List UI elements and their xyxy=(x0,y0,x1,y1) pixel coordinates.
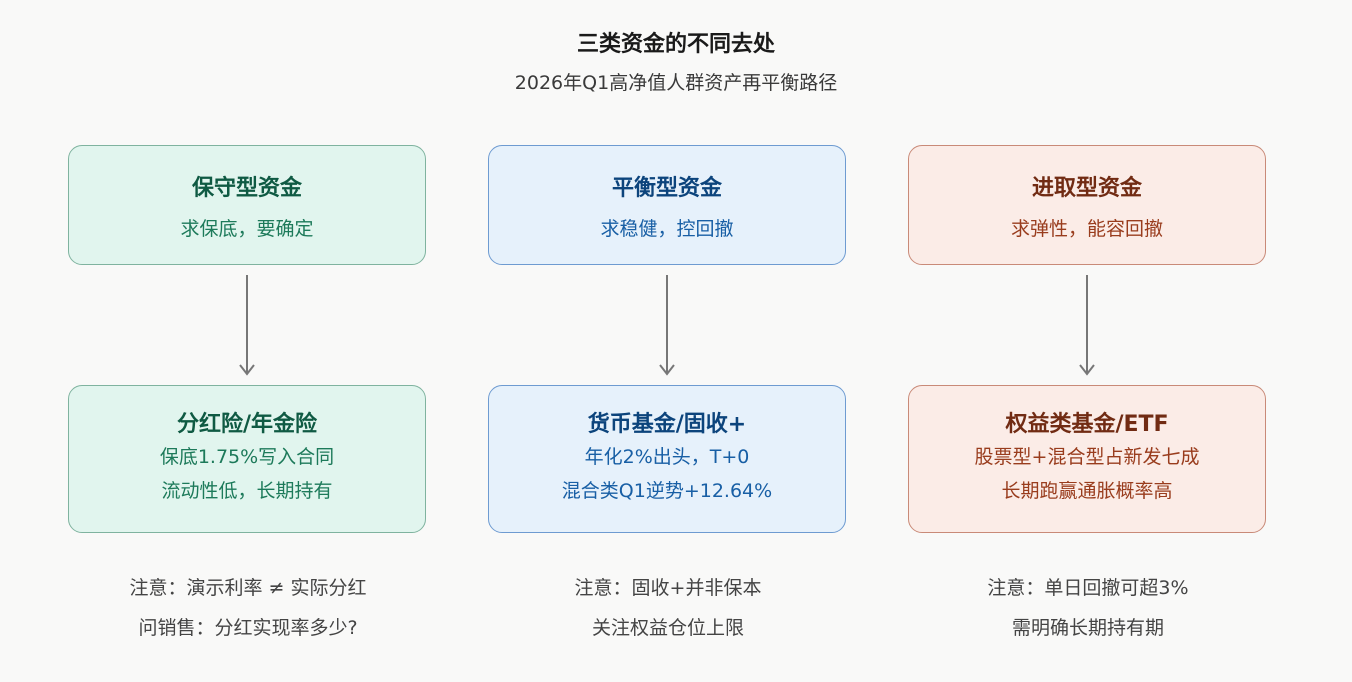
note-line: 问销售：分红实现率多少? xyxy=(138,617,358,639)
note-line: 注意：演示利率 ≠ 实际分红 xyxy=(129,577,367,599)
box-title: 权益类基金/ETF xyxy=(1005,412,1169,437)
balanced-fund-box: 平衡型资金 求稳健，控回撤 xyxy=(488,145,846,265)
arrow-down-icon xyxy=(239,275,255,376)
box-desc: 求稳健，控回撤 xyxy=(600,218,734,240)
box-line: 流动性低，长期持有 xyxy=(161,480,333,502)
equity-fund-box: 权益类基金/ETF 股票型+混合型占新发七成 长期跑赢通胀概率高 xyxy=(908,385,1266,533)
box-desc: 求弹性，能容回撤 xyxy=(1010,218,1163,240)
note-line: 注意：固收+并非保本 xyxy=(574,577,762,599)
conservative-fund-box: 保守型资金 求保底，要确定 xyxy=(68,145,426,265)
box-title: 货币基金/固收+ xyxy=(587,412,747,437)
note-aggressive: 注意：单日回撤可超3% 需明确长期持有期 xyxy=(908,568,1268,648)
diagram-subtitle: 2026年Q1高净值人群资产再平衡路径 xyxy=(514,72,838,94)
note-line: 关注权益仓位上限 xyxy=(591,617,744,639)
aggressive-fund-box: 进取型资金 求弹性，能容回撤 xyxy=(908,145,1266,265)
insurance-product-box: 分红险/年金险 保底1.75%写入合同 流动性低，长期持有 xyxy=(68,385,426,533)
box-line: 混合类Q1逆势+12.64% xyxy=(561,480,773,502)
box-title: 保守型资金 xyxy=(191,176,302,201)
note-balanced: 注意：固收+并非保本 关注权益仓位上限 xyxy=(488,568,848,648)
box-title: 进取型资金 xyxy=(1031,176,1142,201)
note-line: 注意：单日回撤可超3% xyxy=(987,577,1189,599)
box-title: 平衡型资金 xyxy=(611,176,722,201)
money-fund-box: 货币基金/固收+ 年化2%出头，T+0 混合类Q1逆势+12.64% xyxy=(488,385,846,533)
box-line: 年化2%出头，T+0 xyxy=(584,446,750,468)
diagram-title: 三类资金的不同去处 xyxy=(576,32,775,57)
box-line: 长期跑赢通胀概率高 xyxy=(1001,480,1173,502)
box-title: 分红险/年金险 xyxy=(176,412,318,437)
note-line: 需明确长期持有期 xyxy=(1011,617,1164,639)
box-desc: 求保底，要确定 xyxy=(180,218,314,240)
arrow-down-icon xyxy=(1079,275,1095,376)
box-line: 股票型+混合型占新发七成 xyxy=(974,446,1200,468)
box-line: 保底1.75%写入合同 xyxy=(159,446,335,468)
note-conservative: 注意：演示利率 ≠ 实际分红 问销售：分红实现率多少? xyxy=(68,568,428,648)
arrow-down-icon xyxy=(659,275,675,376)
